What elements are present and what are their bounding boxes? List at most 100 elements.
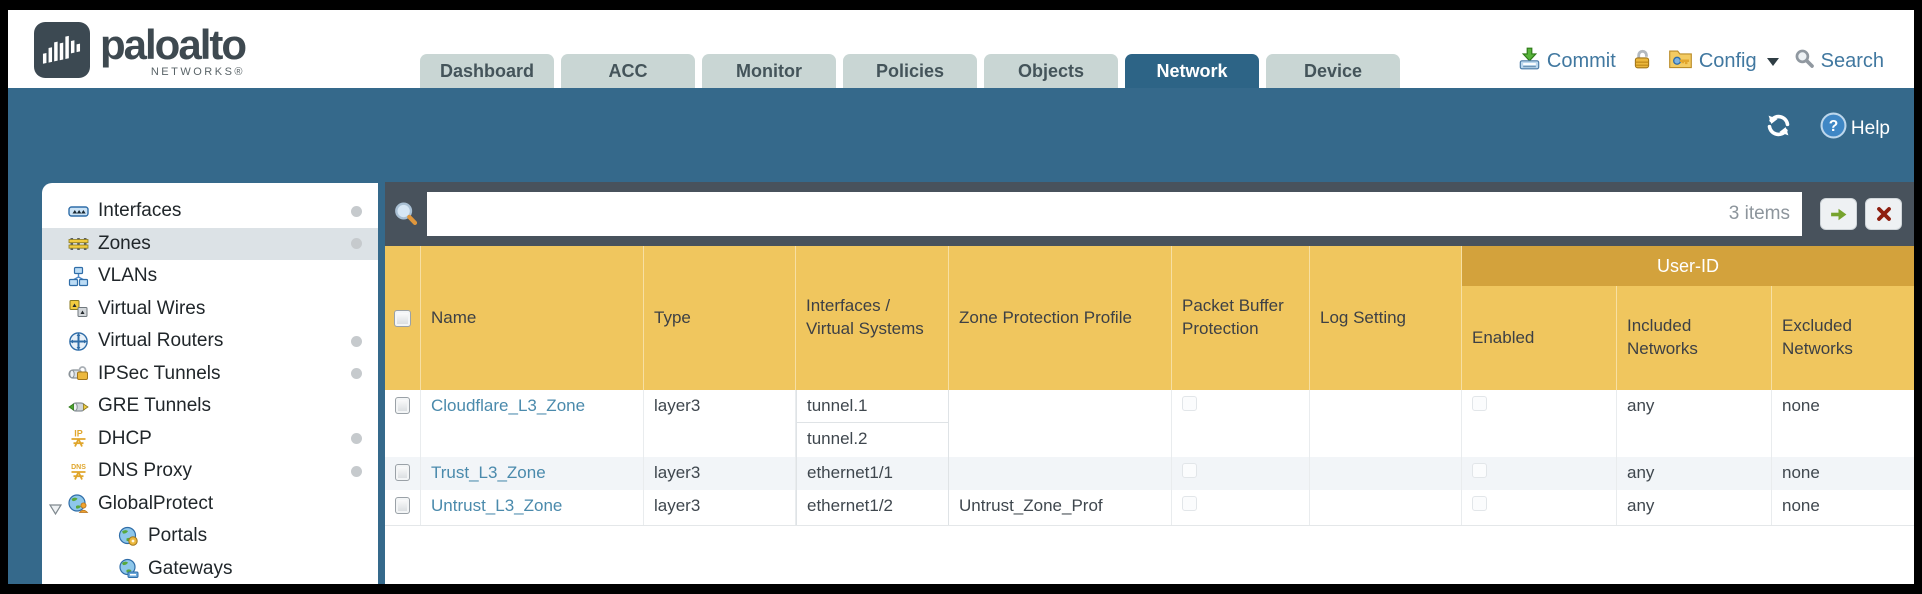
brand-name: paloalto [100, 21, 247, 68]
column-header-name[interactable]: Name [421, 246, 644, 390]
vlans-icon [68, 266, 89, 287]
portals-icon [118, 526, 139, 547]
column-header-enabled[interactable]: Enabled [1462, 286, 1617, 390]
commit-icon [1518, 47, 1541, 76]
globalprotect-icon [68, 493, 89, 514]
column-header-interfaces[interactable]: Interfaces / Virtual Systems [796, 246, 949, 390]
filter-bar: 3 items [385, 182, 1914, 246]
commit-label: Commit [1546, 50, 1616, 72]
status-dot [351, 335, 362, 347]
items-count: 3 items [1728, 203, 1790, 224]
sidebar-item-virtual-wires[interactable]: Virtual Wires [42, 293, 378, 326]
sidebar-item-zones[interactable]: Zones [42, 227, 378, 260]
gre-tunnels-icon [68, 396, 89, 417]
help-icon: ? [1820, 112, 1847, 145]
lock-icon[interactable] [1631, 48, 1653, 76]
sidebar-item-interfaces[interactable]: Interfaces [42, 195, 378, 228]
zone-name-link[interactable]: Trust_L3_Zone [431, 463, 546, 482]
interfaces-cell: ethernet1/1 [796, 457, 949, 490]
row-checkbox[interactable] [395, 464, 410, 481]
column-header-included-networks[interactable]: Included Networks [1617, 286, 1772, 390]
zones-icon [68, 233, 89, 254]
brand-networks-label: NETWORKS® [150, 66, 246, 78]
sidebar-item-dns-proxy[interactable]: DNS DNS Proxy [42, 455, 378, 488]
apply-filter-button[interactable] [1820, 198, 1857, 230]
filter-input-wrap: 3 items [427, 192, 1802, 236]
sidebar-item-label: VLANs [98, 265, 158, 287]
packet-buffer-protection-checkbox[interactable] [1182, 396, 1197, 411]
interface-entry: ethernet1/1 [807, 463, 894, 482]
refresh-icon[interactable] [1765, 112, 1792, 145]
help-button[interactable]: ? Help [1820, 112, 1890, 145]
sidebar-item-vlans[interactable]: VLANs [42, 260, 378, 293]
log-setting-cell [1310, 457, 1462, 490]
included-networks-cell: any [1617, 490, 1772, 525]
tab-network[interactable]: Network [1125, 54, 1259, 88]
header-utilities: Commit Config Search [1518, 46, 1884, 77]
dhcp-icon: IP [68, 428, 89, 449]
config-menu[interactable]: Config [1668, 46, 1779, 77]
zone-name-link[interactable]: Untrust_L3_Zone [431, 496, 563, 515]
tab-acc[interactable]: ACC [561, 54, 695, 88]
row-checkbox[interactable] [395, 397, 410, 414]
tab-policies[interactable]: Policies [843, 54, 977, 88]
packet-buffer-protection-checkbox[interactable] [1182, 463, 1197, 478]
row-checkbox[interactable] [395, 497, 410, 514]
clear-filter-button[interactable] [1865, 198, 1902, 230]
sidebar-item-gateways[interactable]: Gateways [42, 553, 378, 585]
config-icon [1668, 46, 1693, 77]
svg-text:IP: IP [74, 429, 83, 439]
search-button[interactable]: Search [1794, 48, 1884, 75]
sidebar-item-label: Interfaces [98, 200, 182, 222]
sidebar-item-gre-tunnels[interactable]: GRE Tunnels [42, 390, 378, 423]
column-header-type[interactable]: Type [644, 246, 796, 390]
status-dot [351, 368, 362, 380]
excluded-networks-cell: none [1782, 496, 1820, 515]
column-header-log-setting[interactable]: Log Setting [1310, 246, 1462, 390]
interfaces-icon [68, 201, 89, 222]
brand-wordmark: paloalto NETWORKS® [100, 21, 247, 79]
sidebar-item-label: Portals [148, 525, 208, 547]
help-label: Help [1850, 117, 1890, 139]
packet-buffer-protection-checkbox[interactable] [1182, 496, 1197, 511]
svg-text:?: ? [1829, 118, 1839, 135]
zones-content: 3 items Name Type Interfaces / Virtual S… [385, 182, 1914, 584]
sidebar-item-ipsec-tunnels[interactable]: IPSec Tunnels [42, 358, 378, 391]
sidebar-item-label: GlobalProtect [98, 492, 214, 514]
zone-type-cell: layer3 [644, 490, 796, 525]
sidebar-item-globalprotect[interactable]: GlobalProtect [42, 488, 378, 521]
filter-input[interactable] [427, 192, 1729, 236]
commit-button[interactable]: Commit [1518, 47, 1616, 76]
gateways-icon [118, 558, 139, 579]
sidebar-item-portals[interactable]: Portals [42, 520, 378, 553]
zones-table: Name Type Interfaces / Virtual Systems Z… [385, 246, 1914, 584]
zone-name-link[interactable]: Cloudflare_L3_Zone [431, 396, 586, 415]
user-id-enabled-checkbox[interactable] [1472, 496, 1487, 511]
sidebar-item-dhcp[interactable]: IP DHCP [42, 423, 378, 456]
expander-triangle-icon[interactable] [48, 499, 63, 521]
zone-type-cell: layer3 [644, 457, 796, 490]
column-header-excluded-networks[interactable]: Excluded Networks [1782, 316, 1853, 358]
status-dot [351, 465, 362, 477]
select-all-checkbox[interactable] [394, 309, 411, 327]
column-header-zone-protection-profile[interactable]: Zone Protection Profile [949, 246, 1172, 390]
user-id-enabled-checkbox[interactable] [1472, 463, 1487, 478]
column-header-packet-buffer-protection[interactable]: Packet Buffer Protection [1172, 246, 1310, 390]
tab-monitor[interactable]: Monitor [702, 54, 836, 88]
brand-logo: paloalto NETWORKS® [34, 21, 247, 79]
log-setting-cell [1310, 490, 1462, 525]
tab-device[interactable]: Device [1266, 54, 1400, 88]
paloalto-logo-icon [34, 22, 90, 78]
primary-nav: Dashboard ACC Monitor Policies Objects N… [420, 54, 1400, 88]
tab-objects[interactable]: Objects [984, 54, 1118, 88]
included-networks-cell: any [1617, 390, 1772, 457]
user-id-enabled-checkbox[interactable] [1472, 396, 1487, 411]
table-header: Name Type Interfaces / Virtual Systems Z… [385, 246, 1914, 390]
table-body: Cloudflare_L3_Zone layer3 tunnel.1 tunne… [385, 390, 1914, 526]
sidebar-item-label: Virtual Wires [98, 297, 206, 319]
ipsec-tunnels-icon [68, 363, 89, 384]
virtual-wires-icon [68, 298, 89, 319]
search-icon [1794, 48, 1815, 75]
tab-dashboard[interactable]: Dashboard [420, 54, 554, 88]
sidebar-item-virtual-routers[interactable]: Virtual Routers [42, 325, 378, 358]
